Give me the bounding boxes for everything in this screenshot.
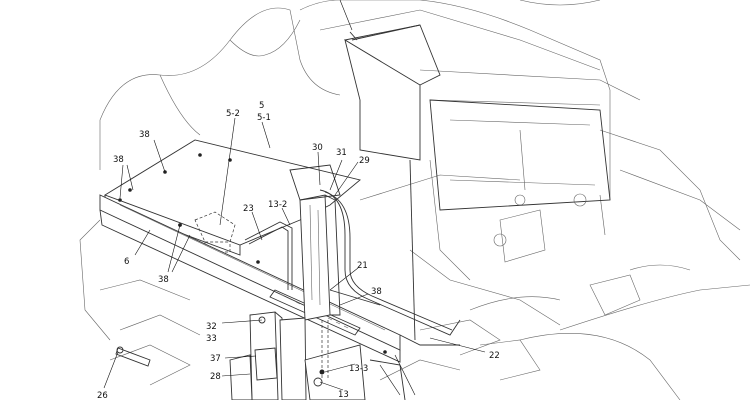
- callout-30: 30: [312, 143, 323, 153]
- clamp-26: [115, 346, 151, 367]
- callout-23: 23: [243, 204, 254, 214]
- callout-29: 29: [359, 156, 370, 166]
- callout-5: 5: [259, 101, 264, 111]
- callout-21: 21: [357, 261, 368, 271]
- machine-background-outline: [79, 0, 750, 400]
- callout-37: 37: [210, 354, 221, 364]
- vertical-column: [289, 164, 341, 321]
- leader-lines: [103, 0, 486, 396]
- rear-housing: [344, 24, 611, 341]
- callout-38-right: 38: [371, 287, 382, 297]
- callout-5-2: 5-2: [226, 109, 240, 119]
- callout-13-3: 13-3: [349, 364, 368, 374]
- callout-labels: 38 38 5-2 5 5-1 30 31 29 23 13-2 6 38 21…: [97, 101, 500, 400]
- lower-brackets: [229, 311, 406, 400]
- callout-31: 31: [336, 148, 347, 158]
- callout-13: 13: [338, 390, 349, 400]
- callout-33: 33: [206, 334, 217, 344]
- callout-38-top: 38: [139, 130, 150, 140]
- callout-38-mid: 38: [158, 275, 169, 285]
- callout-13-2: 13-2: [268, 200, 287, 210]
- callout-38-left: 38: [113, 155, 124, 165]
- callout-32: 32: [206, 322, 217, 332]
- callout-5-1: 5-1: [257, 113, 271, 123]
- hose-lines: [244, 189, 461, 346]
- callout-26: 26: [97, 391, 108, 400]
- callout-28: 28: [210, 372, 221, 382]
- callout-6: 6: [124, 257, 129, 267]
- callout-22: 22: [489, 351, 500, 361]
